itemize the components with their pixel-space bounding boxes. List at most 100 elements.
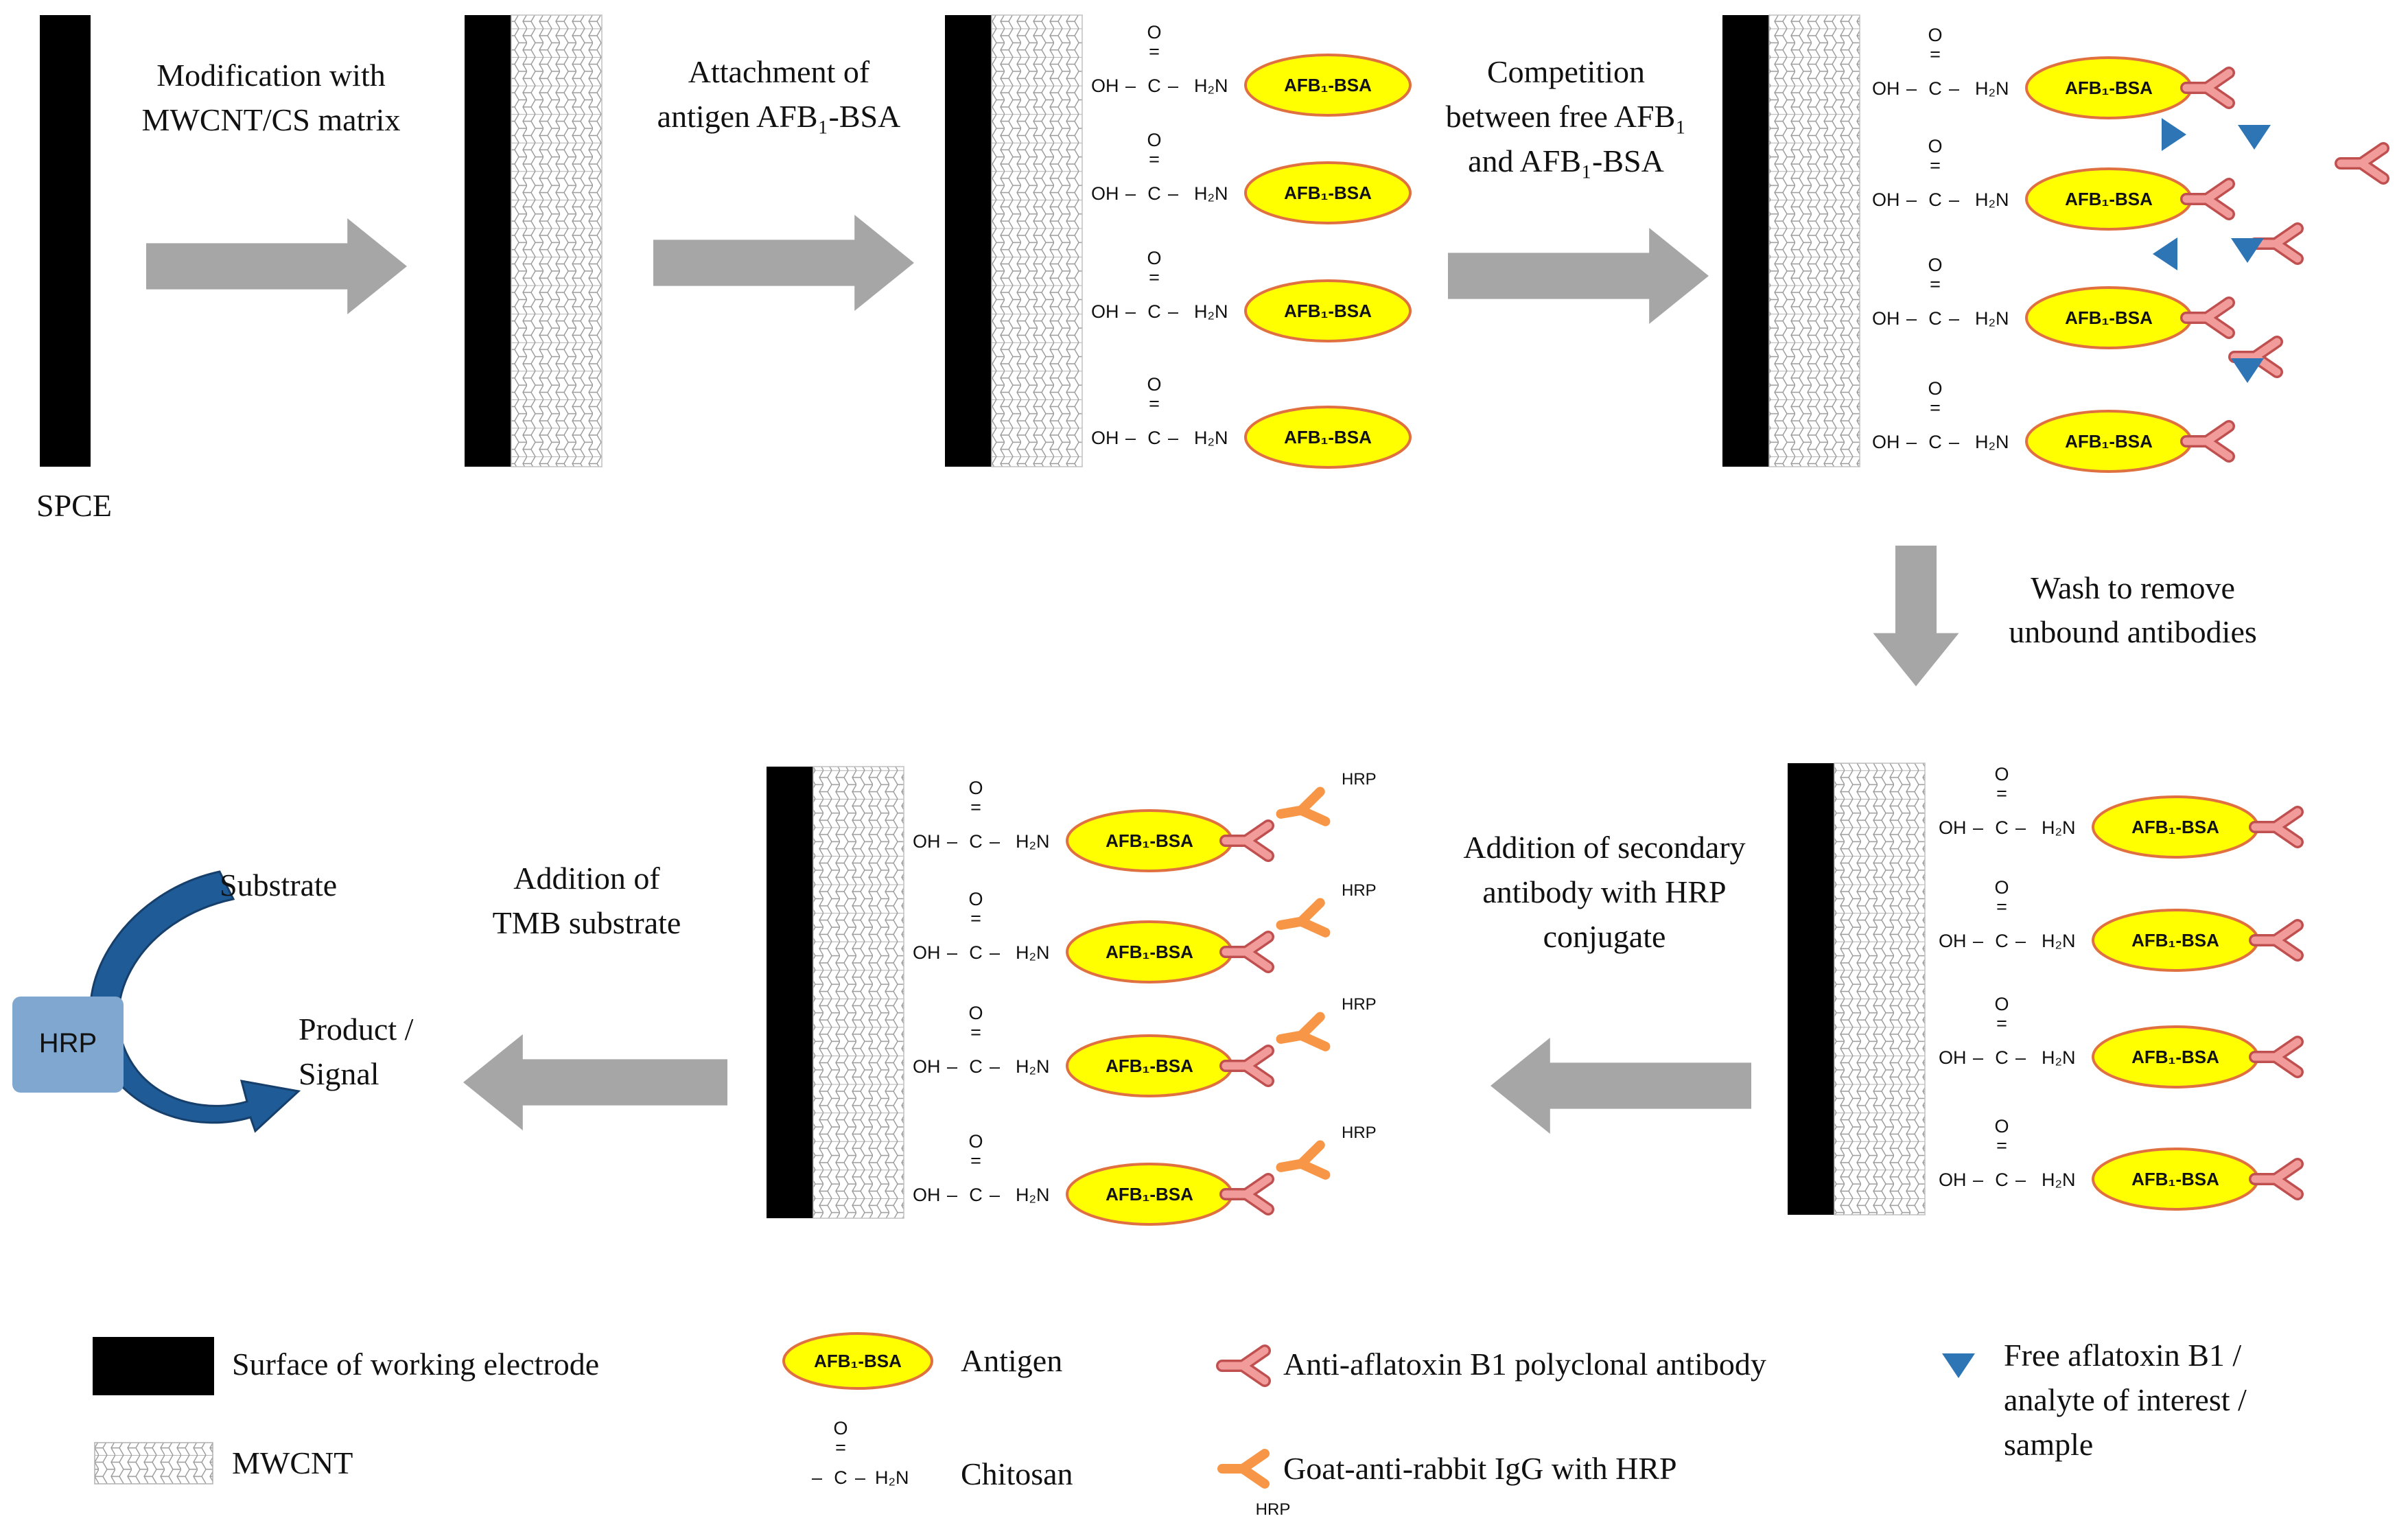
chitosan-carbon: C <box>1995 1169 2009 1190</box>
antigen-label: AFB₁-BSA <box>2065 189 2153 209</box>
chitosan-oxygen: O <box>1928 255 1942 275</box>
primary-antibody-bound-stage5 <box>1219 1045 1274 1087</box>
primary-antibody-bound-stage5 <box>1219 931 1274 973</box>
chitosan-oxygen: O <box>1994 877 2009 898</box>
chitosan-dash: – <box>1906 308 1917 329</box>
chitosan-oh: OH <box>1872 432 1900 452</box>
primary-antibody-bound-stage4 <box>2249 1036 2304 1078</box>
chitosan-oh: OH <box>1939 1169 1967 1190</box>
chitosan-amine: H₂N <box>1016 942 1049 963</box>
hrp-enzyme-label: HRP <box>39 1028 97 1058</box>
chitosan-oxygen: O <box>968 1003 983 1023</box>
antibody-body <box>2251 808 2302 846</box>
antigen-ellipse <box>1244 54 1412 117</box>
chitosan-amine: H₂N <box>1975 432 2009 452</box>
legend-electrode-swatch <box>93 1337 214 1395</box>
chitosan-carbon: C <box>1147 428 1161 448</box>
antigen-label: AFB₁-BSA <box>1284 301 1372 321</box>
svg-text:unbound antibodies: unbound antibodies <box>2009 614 2257 649</box>
primary-antibody-bound-stage5 <box>1219 819 1274 862</box>
antibody-body <box>2182 69 2233 107</box>
antigen-label: AFB₁-BSA <box>2065 78 2153 98</box>
antibody-body <box>2182 180 2233 218</box>
legend-free-afb1-line2: analyte of interest / <box>2004 1382 2247 1417</box>
chitosan-oh: OH <box>913 831 941 852</box>
chitosan-oh: OH <box>1091 75 1119 96</box>
legend-free-afb1-line3: sample <box>2004 1427 2093 1462</box>
electrode-mwcnt-3 <box>1722 14 1860 467</box>
antibody-body <box>1221 1047 1272 1085</box>
mwcnt-layer <box>813 766 904 1219</box>
substrate-label: Substrate <box>220 868 337 903</box>
chitosan-double-bond: = <box>970 1150 981 1171</box>
electrode-mwcnt-5 <box>767 766 904 1219</box>
triangle-shape <box>2231 238 2264 263</box>
chitosan-dash: – <box>990 1056 1000 1077</box>
chitosan-carbon: C <box>1147 301 1161 322</box>
chitosan-dash: – <box>1125 75 1136 96</box>
electrode-surface <box>767 767 813 1218</box>
mwcnt-layer <box>1834 762 1926 1215</box>
primary-antibody-free <box>2335 142 2389 185</box>
antibody-body <box>2337 144 2387 183</box>
chitosan-dash: – <box>1949 432 1959 452</box>
primary-antibody-bound-stage3 <box>2180 296 2235 339</box>
chitosan-oxygen: O <box>1928 378 1942 399</box>
chitosan-oh: OH <box>1939 817 1967 838</box>
chitosan-amine: H₂N <box>2042 1169 2075 1190</box>
hrp-tag: HRP <box>1342 881 1377 900</box>
process-arrow-2 <box>653 215 914 311</box>
chitosan-oh: OH <box>1872 308 1900 329</box>
chitosan-oh: OH <box>1091 183 1119 204</box>
secondary-antibody-hrp <box>1276 1012 1331 1051</box>
secondary-antibody-hrp <box>1276 1140 1331 1180</box>
secondary-antibody-hrp <box>1276 787 1331 826</box>
antibody-body <box>1276 1012 1331 1051</box>
chitosan-dash: – <box>1949 308 1959 329</box>
chitosan-oh: OH <box>1091 301 1119 322</box>
antigen-label: AFB₁-BSA <box>2131 817 2219 837</box>
chitosan-amine: H₂N <box>1016 1185 1049 1205</box>
product-label-line1: Product / <box>299 1012 414 1047</box>
antibody-body <box>1276 898 1331 938</box>
chitosan-oxygen: O <box>1147 22 1161 43</box>
chitosan-dash: – <box>1949 78 1959 99</box>
antibody-body <box>2182 299 2233 337</box>
antibody-body <box>2251 224 2302 263</box>
chitosan-dash: – <box>990 1185 1000 1205</box>
chitosan-double-bond: = <box>970 797 981 817</box>
step-label-competition: Competition between free AFB₁ and AFB₁-B… <box>1446 54 1687 178</box>
chitosan-dash: – <box>1906 432 1917 452</box>
antigen-ellipse <box>1244 279 1412 342</box>
enzyme-reaction: HRP Substrate Product / Signal <box>12 868 414 1133</box>
chitosan-amine: H₂N <box>1016 831 1049 852</box>
hrp-tag: HRP <box>1342 770 1377 789</box>
chitosan-oh: OH <box>1939 1047 1967 1068</box>
legend-electrode-label: Surface of working electrode <box>232 1347 599 1382</box>
primary-antibody-bound-stage4 <box>2249 1158 2304 1200</box>
chitosan-double-bond: = <box>970 908 981 929</box>
primary-antibody-bound-stage3 <box>2180 178 2235 220</box>
chitosan-oxygen: O <box>1147 374 1161 395</box>
antigen-label: AFB₁-BSA <box>1284 427 1372 447</box>
antibody-body <box>2251 1160 2302 1198</box>
legend-secondary-antibody-icon <box>1217 1449 1270 1489</box>
primary-antibody-bound-stage4 <box>2249 806 2304 848</box>
chitosan-amine: H₂N <box>2042 1047 2075 1068</box>
svg-text:conjugate: conjugate <box>1543 919 1666 954</box>
svg-text:C: C <box>834 1467 848 1488</box>
legend-free-afb1-line1: Free aflatoxin B1 / <box>2004 1338 2241 1373</box>
chitosan-amine: H₂N <box>1194 428 1228 448</box>
chitosan-double-bond: = <box>1149 149 1160 170</box>
antigen-label: AFB₁-BSA <box>1106 1056 1193 1076</box>
antigen-label: AFB₁-BSA <box>1284 75 1372 95</box>
free-afb1-triangle <box>2231 358 2264 383</box>
chitosan-carbon: C <box>1928 189 1942 210</box>
